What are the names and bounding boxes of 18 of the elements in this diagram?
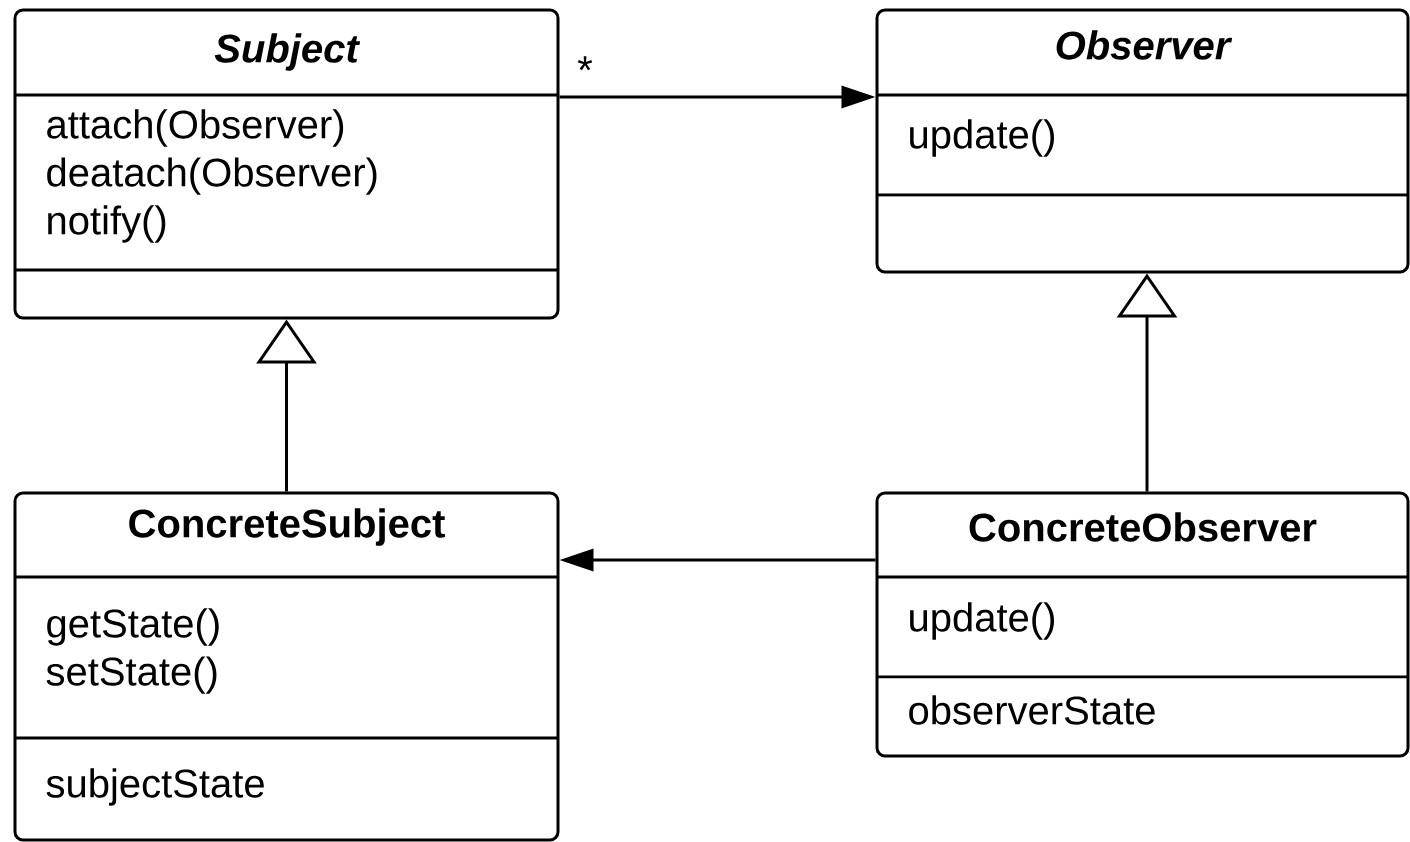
class-member: update() [910, 119, 1054, 157]
class-member: observerState [909, 695, 1155, 725]
class-name: Observer [1056, 30, 1233, 60]
class-box [875, 8, 1410, 274]
class-member: deatach(Observer) [47, 157, 377, 195]
class-member: notify() [48, 205, 166, 243]
class-name: ConcreteObserver [969, 512, 1317, 542]
class-name: ConcreteSubject [129, 508, 445, 546]
class-member: getState() [47, 608, 219, 646]
class-member: update() [910, 602, 1054, 640]
class-member: setState() [46, 656, 217, 694]
class-member: subjectState [46, 768, 264, 806]
class-member: attach(Observer) [47, 109, 344, 147]
class-name: Subject [214, 33, 361, 71]
class-box [13, 8, 560, 320]
class-box [13, 491, 560, 842]
edge-label: * [577, 56, 593, 71]
class-box [875, 491, 1410, 758]
